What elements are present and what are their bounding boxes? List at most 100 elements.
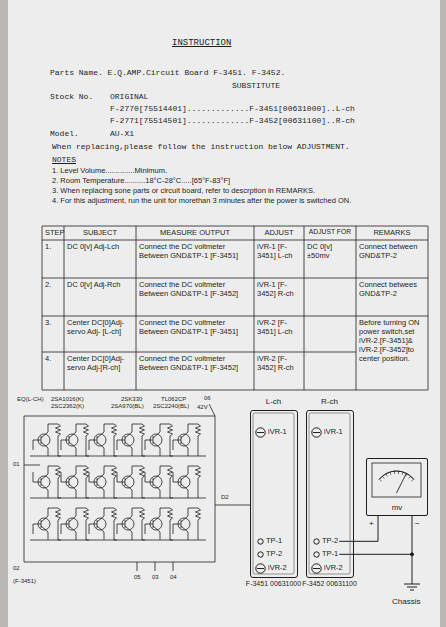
channel-label: R-ch [301,397,358,406]
wire [97,442,104,448]
document-text: Chassis [391,597,421,606]
part-label: EQ(L-CH) [16,396,45,403]
table-cell: Connect the DC voltmeter Between GND&TP-… [139,318,251,336]
table-cell: MEASURE OUTPUT [139,228,251,237]
wire [160,508,170,509]
wire [125,516,132,522]
wire [61,472,62,482]
table-cell: 1. [45,242,61,251]
document-text: 3. When replacing sone parts or circuit … [52,187,404,196]
table-cell: DC 0[v] Adj-Rch [67,280,133,289]
wire [33,524,34,534]
part-label: TP-1 [266,537,282,546]
wire [132,532,133,540]
wire [173,562,174,571]
wire [188,508,189,516]
voltmeter: mv [366,458,428,516]
part-label: iVR-1 [324,428,343,437]
wire [117,524,125,525]
wire [48,466,49,474]
wire [33,440,34,450]
resistor-symbol [140,508,145,520]
wire [173,524,181,525]
test-point-circle [257,538,264,545]
table-cell: STEP [45,228,61,237]
wire [132,448,133,456]
wire [173,440,174,450]
wire [104,466,114,467]
table-cell: Before turning ON power switch,set iVR-2… [359,318,425,363]
wire [76,508,77,516]
wire [155,562,156,571]
wire [181,474,188,480]
wire [86,436,87,456]
document-text: + [368,519,375,528]
wire [188,424,198,425]
part-label: 04 [169,574,178,581]
wire [142,436,143,456]
wire [89,482,97,483]
board-number: F-3451 00631000 [245,580,302,588]
wire [97,474,104,480]
wire [33,440,41,441]
trimmer-circle [311,563,322,574]
wire [215,416,216,562]
test-point: TP-2 [313,537,338,546]
wire [160,466,161,474]
wire [24,465,40,466]
table-cell: Center DC[0]Adj-servo Adj-[R-ch] [67,354,133,372]
table-cell: Connect the DC voltmeter Between GND&TP-… [139,242,251,260]
wire [24,416,25,562]
wire [48,448,49,456]
document-text: 2. Room Temperature..........18°C-28°C..… [52,177,404,186]
wire [125,432,132,438]
wire [30,456,206,457]
wire [30,540,206,541]
wire [58,436,59,456]
wire [30,498,206,499]
wire [24,562,215,563]
wire [181,432,188,438]
part-label: TP-2 [266,550,282,559]
wire [170,478,171,498]
document-text: Model. [50,129,79,138]
wire [117,482,125,483]
wire [145,524,146,534]
wire [125,442,132,448]
wire [181,526,188,532]
wire [76,490,77,498]
part-label: 42V [196,404,209,411]
wire [69,526,76,532]
wire [132,466,133,474]
document-text: INSTRUCTION [172,38,231,48]
wire [41,484,48,490]
wire [114,436,115,456]
wire [198,520,199,540]
part-label: 2SA1016(K) [50,396,85,403]
wire [125,474,132,480]
board-number: F-3452 00631100 [301,580,358,588]
table-cell: ADJUST [257,228,301,237]
wire [125,526,132,532]
part-label: TP-1 [322,550,338,559]
resistor-symbol [56,466,61,478]
table-cell: DC 0[v] Adj-Lch [67,242,133,251]
wire [104,532,105,540]
wire [104,508,105,516]
wire [76,466,77,474]
table-cell: 2. [45,280,61,289]
wire [69,516,76,522]
channel-label: L-ch [245,397,302,406]
wire [132,466,142,467]
wire [160,532,161,540]
resistor-symbol [56,424,61,436]
part-label: 06 [203,395,212,402]
table-cell: iVR-1 [F-3452] R-ch [257,280,301,298]
wire [104,508,114,509]
test-point: TP-1 [257,537,282,546]
part-label: (F-3451) [12,578,37,585]
resistor-symbol [56,508,61,520]
document-text: F-2770[75514401].............F-3451[0063… [110,104,355,113]
table-cell: iVR-1 [F-3451] L-ch [257,242,301,260]
